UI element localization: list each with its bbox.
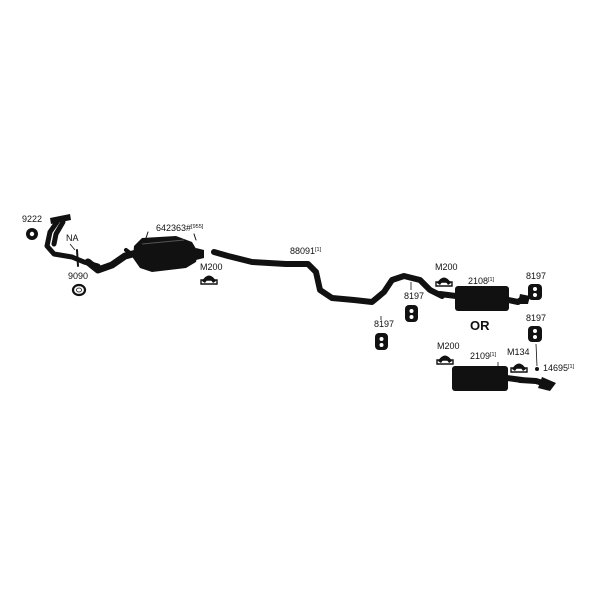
hanger-d-leader: [535, 343, 538, 367]
or-divider-text: OR: [470, 318, 490, 333]
part-2109-label: 2109[1]: [470, 351, 497, 361]
part-2109-muffler[interactable]: [452, 362, 525, 391]
part-8197-b-label: 8197: [404, 291, 424, 301]
part-m134-clamp[interactable]: [510, 363, 528, 373]
part-8197-c-hanger[interactable]: [528, 284, 542, 300]
gasket-9222-hole: [29, 231, 35, 237]
part-2108-label: 2108[1]: [468, 276, 495, 286]
part-na-label: NA: [66, 233, 79, 243]
part-9222-label: 9222: [22, 214, 42, 224]
part-88091-intermediate-pipe[interactable]: [211, 249, 445, 305]
part-8197-c-label: 8197: [526, 271, 546, 281]
part-m200-cat-clamp[interactable]: [200, 275, 218, 285]
part-m134-label: M134: [507, 347, 530, 357]
part-m200-top-label: M200: [435, 262, 458, 272]
part-m200-bottom-label: M200: [437, 341, 460, 351]
part-m200-bottom-clamp[interactable]: [436, 355, 454, 365]
part-642363-catalytic-converter[interactable]: [84, 231, 204, 274]
part-14695-label: 14695[1]: [543, 363, 575, 373]
part-9090-label: 9090: [68, 271, 88, 281]
muffler-2109-body: [452, 366, 508, 391]
part-8197-d-label: 8197: [526, 313, 546, 323]
part-88091-label: 88091[1]: [290, 246, 322, 256]
part-8197-a-label: 8197: [374, 319, 394, 329]
part-8197-d-hanger[interactable]: [528, 326, 542, 342]
gasket-9090-ring: [71, 283, 87, 297]
part-2108-muffler[interactable]: [437, 286, 530, 311]
catalytic-converter-body: [133, 236, 198, 272]
na-leader-line: [69, 243, 76, 251]
part-m200-cat-label: M200: [200, 262, 223, 272]
part-14695-exhaust-tip[interactable]: [517, 377, 556, 391]
part-9090-gasket[interactable]: [71, 283, 87, 297]
part-9222-gasket[interactable]: [26, 228, 38, 240]
front-pipe-flange: [50, 214, 71, 224]
part-m200-top-clamp[interactable]: [435, 277, 453, 287]
part-642363-label: 642363#[955]: [156, 223, 204, 233]
part-8197-a-hanger[interactable]: [375, 316, 388, 350]
part-8197-b-hanger[interactable]: [405, 282, 418, 322]
muffler-2108-body: [455, 286, 509, 311]
part-na-front-pipe[interactable]: [44, 214, 101, 269]
